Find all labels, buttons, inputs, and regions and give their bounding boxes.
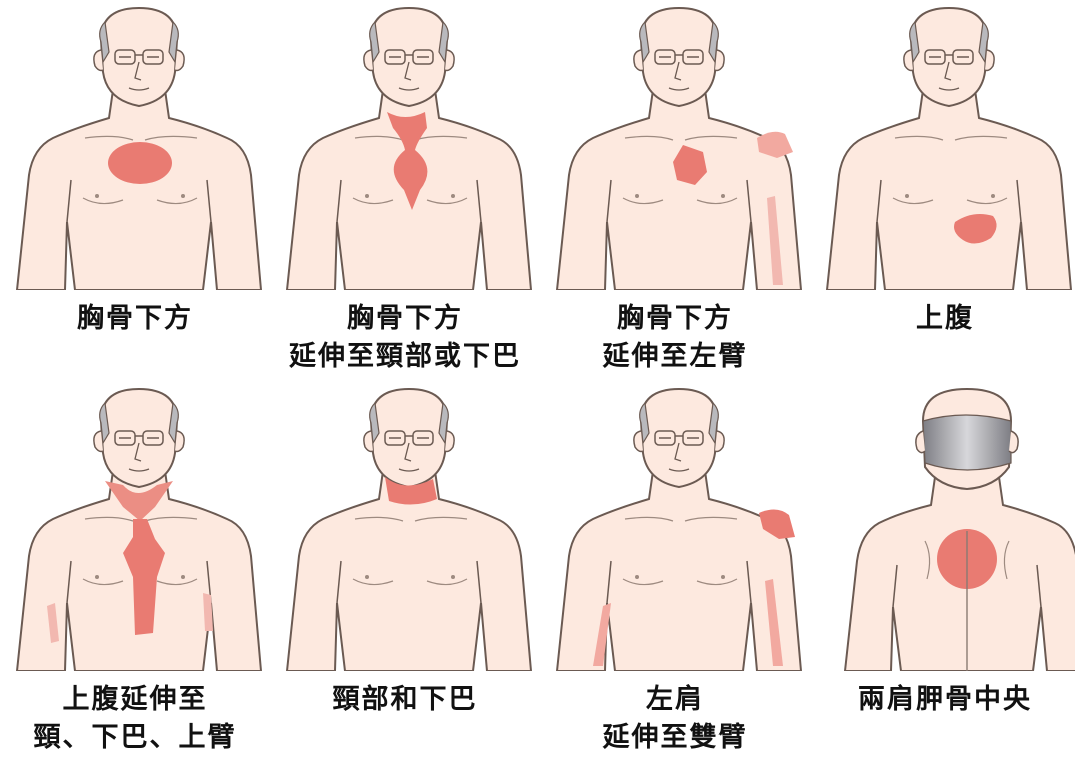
caption: 左肩 延伸至雙臂 [540, 681, 810, 757]
panel-neck-jaw: 頸部和下巴 [270, 381, 540, 762]
caption-line-2: 延伸至左臂 [540, 338, 810, 376]
figure-front [5, 0, 265, 290]
figure-back [815, 381, 1075, 671]
figure-front [545, 0, 805, 290]
caption-line-1: 胸骨下方 [540, 300, 810, 338]
caption-line-1: 胸骨下方 [270, 300, 540, 338]
caption-line-1: 左肩 [540, 681, 810, 719]
caption-line-1: 上腹 [810, 300, 1080, 338]
caption-line-1: 兩肩胛骨中央 [810, 681, 1080, 719]
panel-left-shoulder-both-arms: 左肩 延伸至雙臂 [540, 381, 810, 762]
panel-sternum-neck-jaw: 胸骨下方 延伸至頸部或下巴 [270, 0, 540, 381]
caption: 胸骨下方 [0, 300, 270, 338]
figure-front [815, 0, 1075, 290]
caption-line-2: 延伸至頸部或下巴 [270, 338, 540, 376]
panel-sternum-left-arm: 胸骨下方 延伸至左臂 [540, 0, 810, 381]
caption-line-1: 上腹延伸至 [0, 681, 270, 719]
caption: 頸部和下巴 [270, 681, 540, 719]
panel-sternum: 胸骨下方 [0, 0, 270, 381]
figure-front [275, 381, 535, 671]
figure-front [5, 381, 265, 671]
caption: 上腹延伸至 頸、下巴、上臂 [0, 681, 270, 757]
panel-between-shoulder-blades: 兩肩胛骨中央 [810, 381, 1080, 762]
caption: 胸骨下方 延伸至左臂 [540, 300, 810, 376]
caption: 上腹 [810, 300, 1080, 338]
caption-line-2: 延伸至雙臂 [540, 719, 810, 757]
panel-abdomen-neck-jaw-arms: 上腹延伸至 頸、下巴、上臂 [0, 381, 270, 762]
panel-upper-abdomen: 上腹 [810, 0, 1080, 381]
figure-front [275, 0, 535, 290]
caption: 兩肩胛骨中央 [810, 681, 1080, 719]
caption-line-1: 頸部和下巴 [270, 681, 540, 719]
caption-line-2: 頸、下巴、上臂 [0, 719, 270, 757]
caption-line-1: 胸骨下方 [0, 300, 270, 338]
figure-front [545, 381, 805, 671]
caption: 胸骨下方 延伸至頸部或下巴 [270, 300, 540, 376]
pain-region-sternum [108, 142, 172, 184]
